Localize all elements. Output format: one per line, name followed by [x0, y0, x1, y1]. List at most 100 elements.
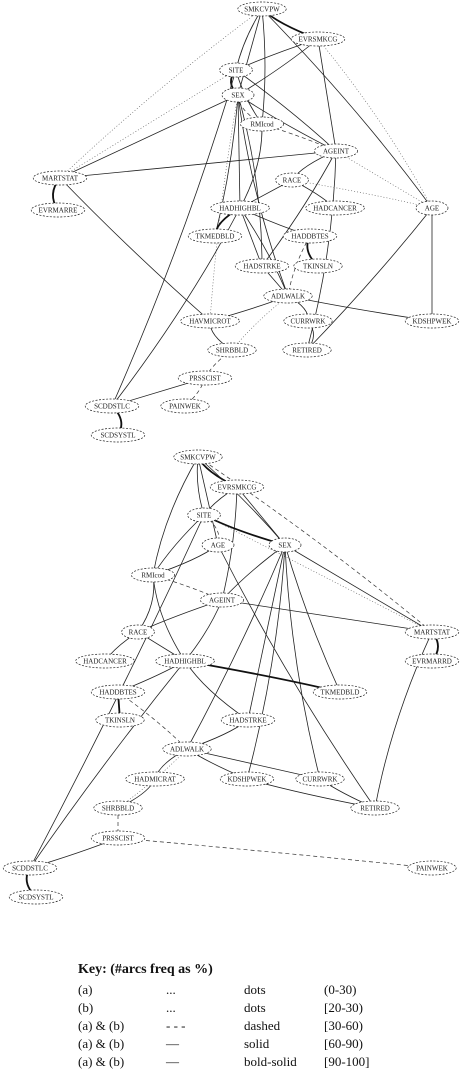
lower-node-smkcvpw: SMKCVPW: [173, 449, 223, 465]
lower-edge-age-retired: [217, 544, 376, 809]
upper-node-shape: [177, 370, 233, 386]
upper-node-label: MARTSTAT: [42, 175, 79, 183]
legend-set: (a) & (b): [78, 1036, 125, 1051]
lower-node-shape: [407, 860, 457, 876]
lower-node-shape: [93, 800, 143, 816]
legend-range: [30-60): [324, 1018, 363, 1033]
lower-node-hadmicrat: HADMICRAT: [125, 771, 185, 787]
upper-edge-sex-hadhighbl: [237, 94, 241, 209]
lower-node-shape: [220, 712, 276, 728]
upper-node-label: HADDBTES: [291, 233, 328, 241]
lower-node-shape: [125, 771, 185, 787]
legend-style: solid: [244, 1036, 270, 1051]
lower-edge-sex-martstat: [284, 544, 433, 633]
lower-node-adlwalk: ADLWALK: [162, 741, 212, 757]
legend-set: (a) & (b): [78, 1018, 125, 1033]
upper-node-sex: SEX: [221, 87, 255, 103]
legend-marker: - - -: [166, 1018, 186, 1033]
lower-node-shape: [312, 684, 368, 700]
lower-node-label: KDSHPWEK: [228, 776, 267, 784]
lower-node-shrbbld: SHRBBLD: [93, 800, 143, 816]
upper-node-label: TKMEDBLD: [196, 233, 235, 241]
lower-node-tkinsln: TKINSLN: [95, 712, 145, 728]
upper-node-label: RETIRED: [292, 347, 322, 355]
upper-node-tkinsln: TKINSLN: [293, 258, 343, 274]
legend-row: (a) & (b) — bold-solid [90-100]: [78, 1053, 458, 1071]
lower-node-shape: [162, 741, 212, 757]
upper-node-shape: [275, 172, 309, 188]
lower-node-hadstrke: HADSTRKE: [220, 712, 276, 728]
lower-node-currwrk: CURRWRK: [295, 771, 345, 787]
upper-node-label: RACE: [283, 177, 302, 185]
lower-edges: [25, 456, 439, 898]
lower-node-label: AGEINT: [209, 597, 236, 605]
legend-marker: ...: [166, 982, 176, 997]
lower-node-label: MARTSTAT: [414, 629, 451, 637]
upper-node-shape: [240, 116, 284, 132]
lower-node-label: PRSSCIST: [102, 835, 134, 843]
lower-node-shape: [350, 800, 400, 816]
lower-edge-smkcvpw-site: [196, 456, 205, 516]
upper-node-shape: [415, 200, 449, 216]
lower-node-label: PAINWEK: [416, 865, 448, 873]
legend-set: (a) & (b): [78, 1054, 125, 1069]
upper-edge-smkcvpw-martstat: [59, 8, 263, 179]
upper-node-hadstrke: HADSTRKE: [234, 258, 290, 274]
upper-edge-adlwalk-shrbbld: [231, 295, 289, 351]
lower-node-label: SITE: [197, 512, 212, 520]
upper-node-label: SEX: [231, 92, 244, 100]
upper-edge-site-martstat: [59, 69, 237, 179]
upper-node-painwek: PAINWEK: [160, 398, 210, 414]
upper-node-tkmedbld: TKMEDBLD: [187, 228, 243, 244]
upper-node-label: SCDSYSTL: [100, 432, 135, 440]
lower-node-tkmedbld: TKMEDBLD: [312, 684, 368, 700]
upper-node-shape: [282, 228, 338, 244]
lower-node-scdsystl: SCDSYSTL: [8, 889, 64, 905]
lower-node-shape: [201, 537, 235, 553]
lower-edge-smkcvpw-age: [197, 456, 219, 546]
lower-node-label: SMKCVPW: [180, 454, 216, 462]
upper-node-label: KDSHPWEK: [413, 318, 452, 326]
upper-node-shape: [404, 313, 460, 329]
upper-node-shape: [263, 288, 313, 304]
upper-node-label: PAINWEK: [169, 403, 201, 411]
lower-edge-sex-currwrk: [284, 544, 321, 780]
lower-node-shape: [209, 479, 265, 495]
upper-node-evrsmkcg: EVRSMKCG: [290, 31, 346, 47]
lower-node-shape: [187, 507, 221, 523]
lower-node-shape: [200, 592, 244, 608]
lower-node-label: EVRSMKCG: [218, 484, 257, 492]
lower-node-martstat: MARTSTAT: [404, 624, 460, 640]
legend-row: (a) & (b) - - - dashed [30-60): [78, 1017, 458, 1035]
lower-node-label: AGE: [211, 542, 225, 550]
lower-edge-ageint-martstat: [221, 599, 433, 633]
upper-edge-evrsmkcg-ageint: [317, 38, 337, 152]
lower-edge-smkcvpw-rmicod: [152, 456, 199, 576]
lower-node-hadhighbl: HADHIGHBL: [155, 653, 215, 669]
lower-node-shape: [219, 771, 275, 787]
lower-edge-smkcvpw-martstat: [197, 456, 433, 633]
lower-node-prsscist: PRSSCIST: [90, 830, 146, 846]
upper-node-shape: [314, 143, 358, 159]
upper-node-label: SITE: [229, 67, 244, 75]
upper-edge-smkcvpw-age: [261, 8, 433, 209]
upper-node-adlwalk: ADLWALK: [263, 288, 313, 304]
upper-edge-smkcvpw-rmicod: [261, 8, 266, 125]
upper-edge-smkcvpw-sex: [237, 8, 263, 96]
legend-set: (a): [78, 982, 93, 997]
upper-node-label: TKINSLN: [303, 263, 333, 271]
upper-node-label: PRSSCIST: [189, 375, 221, 383]
upper-node-evrmarre: EVRMARRE: [30, 202, 86, 218]
lower-node-kdshpwek: KDSHPWEK: [219, 771, 275, 787]
upper-node-label: AGEINT: [323, 148, 350, 156]
upper-node-label: EVRMARRE: [39, 207, 78, 215]
upper-graph: SMKCVPWEVRSMKCGSITESEXRMIcodAGEINTMARTST…: [30, 1, 460, 443]
upper-node-shape: [219, 62, 253, 78]
upper-node-shape: [221, 87, 255, 103]
upper-node-label: HAVMICROT: [189, 318, 231, 326]
lower-node-painwek: PAINWEK: [407, 860, 457, 876]
upper-node-retired: RETIRED: [282, 342, 332, 358]
lower-node-shape: [404, 624, 460, 640]
upper-node-label: HADSTRKE: [243, 263, 280, 271]
upper-node-shape: [30, 202, 86, 218]
